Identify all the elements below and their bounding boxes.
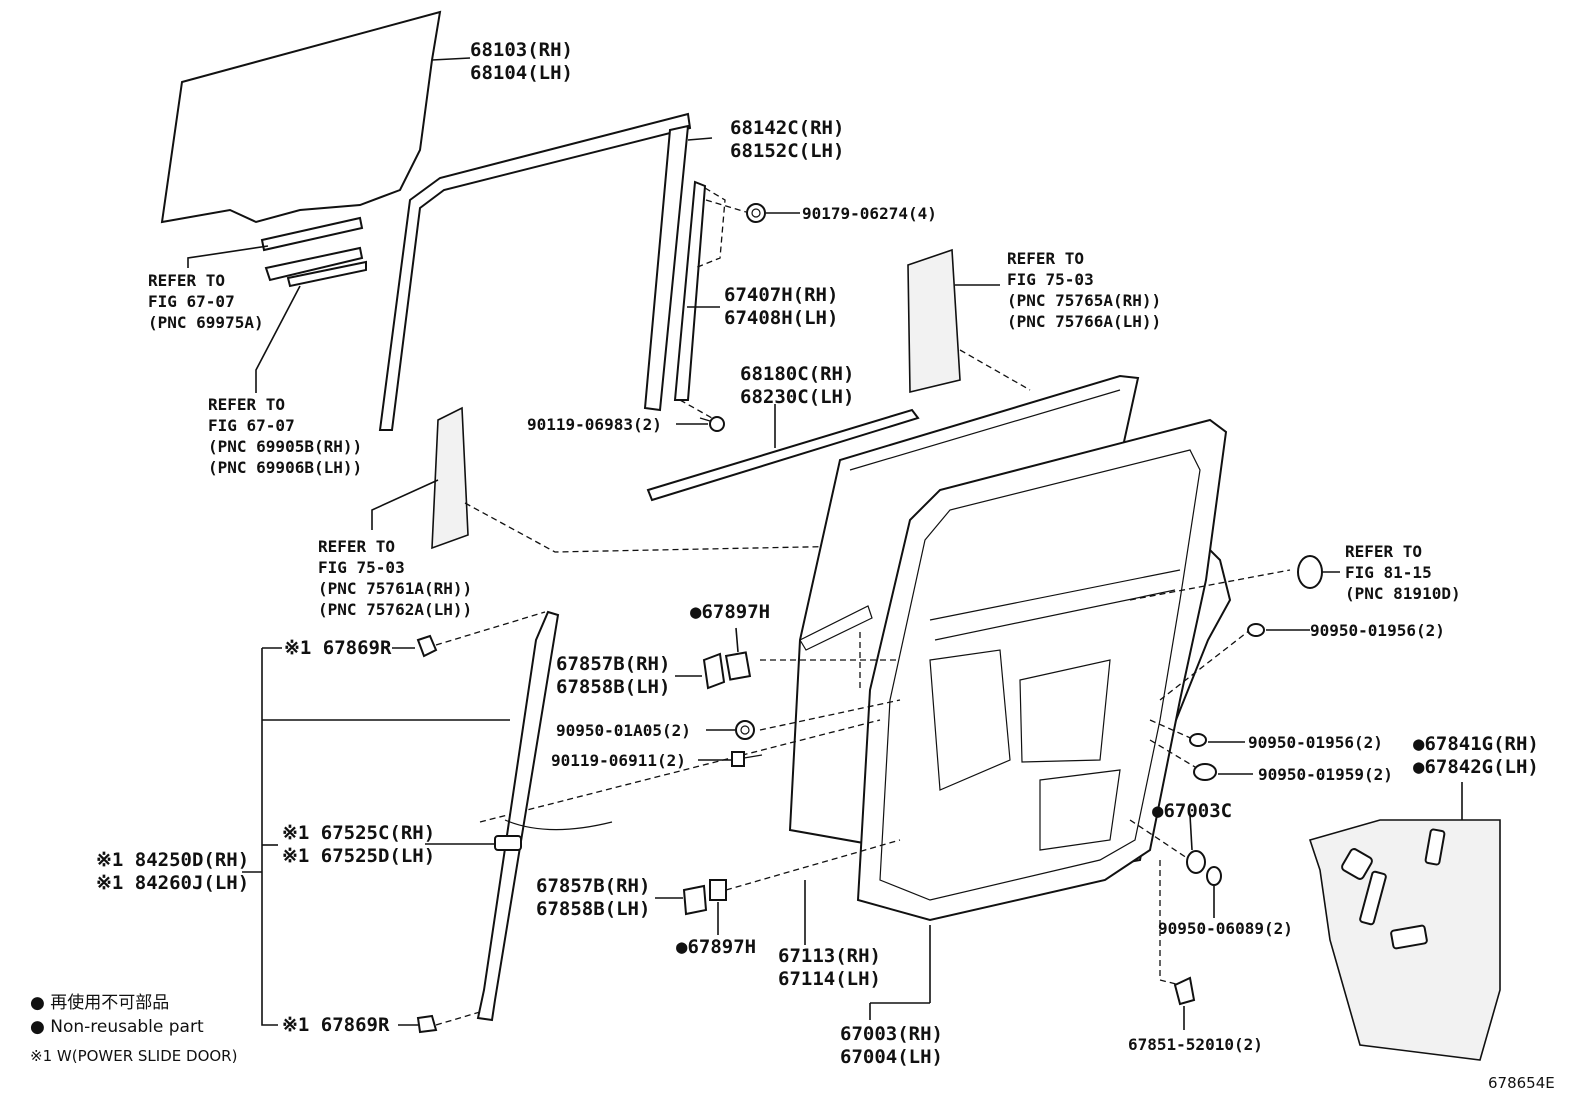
label-cover-top-rh: 67857B(RH) bbox=[556, 653, 670, 675]
ref-75-03-b-l4: (PNC 75762A(LH)) bbox=[318, 600, 472, 619]
nut-90179 bbox=[746, 203, 766, 223]
label-67003c: ●67003C bbox=[1152, 800, 1232, 822]
label-harness-lh: ※1 84260J(LH) bbox=[96, 872, 249, 894]
label-seal-rh: ●67841G(RH) bbox=[1413, 733, 1539, 755]
legend: ● 再使用不可部品 ● Non-reusable part ※1 W(POWER… bbox=[30, 992, 237, 1065]
label-glass-rh: 68103(RH) bbox=[470, 39, 573, 61]
label-clip-67869r-bot: ※1 67869R bbox=[282, 1014, 390, 1036]
fasteners-mid bbox=[731, 720, 763, 767]
door-panel bbox=[788, 374, 1232, 922]
service-hole-seal bbox=[1308, 819, 1501, 1061]
clip-covers bbox=[682, 651, 752, 916]
label-door-lh: 67004(LH) bbox=[840, 1046, 943, 1068]
legend-en: ● Non-reusable part bbox=[30, 1017, 204, 1037]
label-nut-90179: 90179-06274(4) bbox=[802, 204, 937, 223]
ref-75-03-b-l1: REFER TO bbox=[318, 537, 395, 556]
ref-67-07-a-l1: REFER TO bbox=[148, 271, 225, 290]
label-clip-67869r-top: ※1 67869R bbox=[284, 637, 392, 659]
run-channel bbox=[378, 112, 692, 431]
label-clip-67851: 67851-52010(2) bbox=[1128, 1035, 1263, 1054]
door-glass bbox=[160, 10, 442, 224]
label-hem-rh: 67113(RH) bbox=[778, 945, 881, 967]
bolt-90119-06983 bbox=[699, 416, 725, 432]
label-clip-67897h-bot: ●67897H bbox=[676, 936, 756, 958]
legend-jp: ● 再使用不可部品 bbox=[30, 992, 169, 1013]
label-glass-lh: 68104(LH) bbox=[470, 62, 573, 84]
ref-67-07-b-l1: REFER TO bbox=[208, 395, 285, 414]
ref-67-07-b-l3: (PNC 69905B(RH)) bbox=[208, 437, 362, 456]
legend-note: ※1 W(POWER SLIDE DOOR) bbox=[30, 1047, 237, 1065]
hole-plugs bbox=[1173, 623, 1265, 1006]
label-plug-01956-b: 90950-01956(2) bbox=[1248, 733, 1383, 752]
clips-67869r bbox=[416, 634, 438, 1034]
label-plug-01959: 90950-01959(2) bbox=[1258, 765, 1393, 784]
service-hole-cover bbox=[1297, 555, 1323, 589]
label-cover-top-lh: 67858B(LH) bbox=[556, 676, 670, 698]
ref-67-07-a-l3: (PNC 69975A) bbox=[148, 313, 264, 332]
glass-channel-strips bbox=[260, 216, 367, 288]
label-plug-01a05: 90950-01A05(2) bbox=[556, 721, 691, 740]
label-bolt-90119-a: 90119-06983(2) bbox=[527, 415, 662, 434]
label-run-channel-lh: 68152C(LH) bbox=[730, 140, 844, 162]
ref-81-15-l3: (PNC 81910D) bbox=[1345, 584, 1461, 603]
label-clip-67897h-top: ●67897H bbox=[690, 601, 770, 623]
ref-81-15-l1: REFER TO bbox=[1345, 542, 1422, 561]
ref-75-03-a-l1: REFER TO bbox=[1007, 249, 1084, 268]
label-cable-rh: ※1 67525C(RH) bbox=[282, 822, 435, 844]
ref-67-07-a-l2: FIG 67-07 bbox=[148, 292, 235, 311]
outer-belt-moulding bbox=[646, 408, 920, 502]
label-bolt-06911: 90119-06911(2) bbox=[551, 751, 686, 770]
pillar-garnish-front bbox=[431, 406, 469, 550]
label-harness-rh: ※1 84250D(RH) bbox=[96, 849, 249, 871]
label-belt-lh: 68230C(LH) bbox=[740, 386, 854, 408]
ref-75-03-a-l3: (PNC 75765A(RH)) bbox=[1007, 291, 1161, 310]
ref-75-03-a-l4: (PNC 75766A(LH)) bbox=[1007, 312, 1161, 331]
ref-75-03-b-l3: (PNC 75761A(RH)) bbox=[318, 579, 472, 598]
figure-id: 678654E bbox=[1488, 1074, 1555, 1092]
harness-84250 bbox=[476, 610, 613, 1022]
ref-75-03-a-l2: FIG 75-03 bbox=[1007, 270, 1094, 289]
label-belt-rh: 68180C(RH) bbox=[740, 363, 854, 385]
label-cover-bot-rh: 67857B(RH) bbox=[536, 875, 650, 897]
ref-75-03-b-l2: FIG 75-03 bbox=[318, 558, 405, 577]
ref-67-07-b-l2: FIG 67-07 bbox=[208, 416, 295, 435]
label-door-rh: 67003(RH) bbox=[840, 1023, 943, 1045]
label-plug-06089: 90950-06089(2) bbox=[1158, 919, 1293, 938]
label-frame-ws-lh: 67408H(LH) bbox=[724, 307, 838, 329]
label-plug-01956-a: 90950-01956(2) bbox=[1310, 621, 1445, 640]
label-hem-lh: 67114(LH) bbox=[778, 968, 881, 990]
label-frame-ws-rh: 67407H(RH) bbox=[724, 284, 838, 306]
pillar-garnish-rear bbox=[907, 248, 961, 394]
label-seal-lh: ●67842G(LH) bbox=[1413, 756, 1539, 778]
ref-81-15-l2: FIG 81-15 bbox=[1345, 563, 1432, 582]
ref-67-07-b-l4: (PNC 69906B(LH)) bbox=[208, 458, 362, 477]
label-cable-lh: ※1 67525D(LH) bbox=[282, 845, 435, 867]
part-labels: 68103(RH) 68104(LH) 68142C(RH) 68152C(LH… bbox=[96, 39, 1539, 1068]
door-frame-weatherstrip bbox=[673, 180, 726, 401]
label-run-channel-rh: 68142C(RH) bbox=[730, 117, 844, 139]
label-cover-bot-lh: 67858B(LH) bbox=[536, 898, 650, 920]
